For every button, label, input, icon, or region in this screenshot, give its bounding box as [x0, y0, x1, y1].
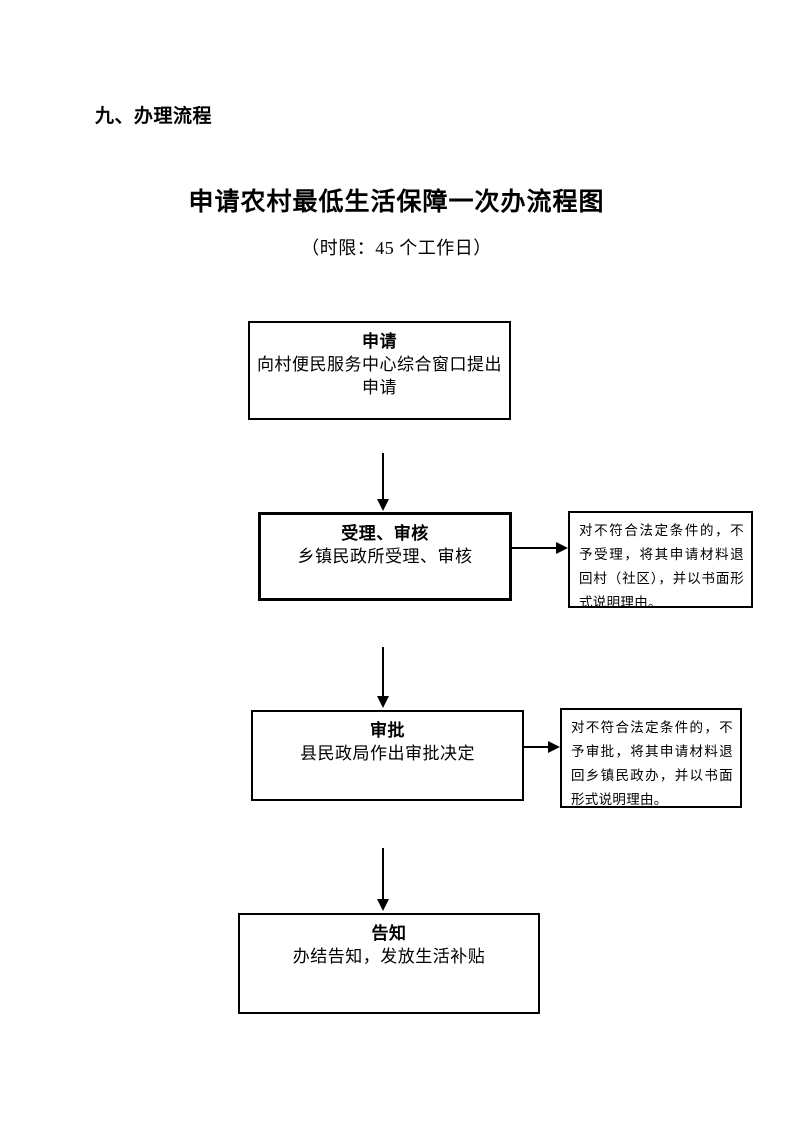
- flow-node-apply-title: 申请: [362, 332, 397, 351]
- flow-node-accept: 受理、审核 乡镇民政所受理、审核: [258, 512, 512, 601]
- flow-node-accept-title: 受理、审核: [341, 524, 429, 543]
- flow-node-notify-title: 告知: [371, 924, 407, 943]
- flow-node-approve-body: 县民政局作出审批决定: [300, 744, 475, 763]
- flow-node-notify-content: 告知 办结告知，发放生活补贴: [240, 915, 538, 968]
- flow-node-apply-content: 申请 向村便民服务中心综合窗口提出申请: [250, 323, 509, 399]
- arrow-down-icon-approve-to-notify: [377, 848, 389, 911]
- flow-node-notify-body: 办结告知，发放生活补贴: [292, 947, 486, 966]
- flow-node-approve: 审批 县民政局作出审批决定: [251, 710, 524, 801]
- flow-node-apply: 申请 向村便民服务中心综合窗口提出申请: [248, 321, 511, 420]
- flow-node-accept-content: 受理、审核 乡镇民政所受理、审核: [261, 515, 509, 568]
- section-heading: 九、办理流程: [95, 106, 213, 127]
- arrow-right-icon-approve-to-note: [524, 741, 560, 753]
- flow-node-accept-body: 乡镇民政所受理、审核: [297, 547, 473, 566]
- arrow-right-icon-accept-to-note: [512, 542, 568, 554]
- flow-node-apply-body: 向村便民服务中心综合窗口提出申请: [257, 355, 502, 397]
- arrow-down-icon-apply-to-accept: [377, 453, 389, 511]
- flow-node-approve-content: 审批 县民政局作出审批决定: [253, 712, 522, 765]
- chart-title: 申请农村最低生活保障一次办流程图: [188, 189, 605, 216]
- flow-node-approve-title: 审批: [370, 721, 405, 740]
- arrow-down-icon-accept-to-approve: [377, 647, 389, 708]
- flow-node-notify: 告知 办结告知，发放生活补贴: [238, 913, 540, 1014]
- side-note-approve: 对不符合法定条件的，不予审批，将其申请材料退回乡镇民政办，并以书面形式说明理由。: [560, 708, 742, 808]
- chart-subtitle: （时限：45 个工作日）: [301, 238, 492, 258]
- side-note-accept: 对不符合法定条件的，不予受理，将其申请材料退回村（社区），并以书面形式说明理由。: [568, 511, 753, 608]
